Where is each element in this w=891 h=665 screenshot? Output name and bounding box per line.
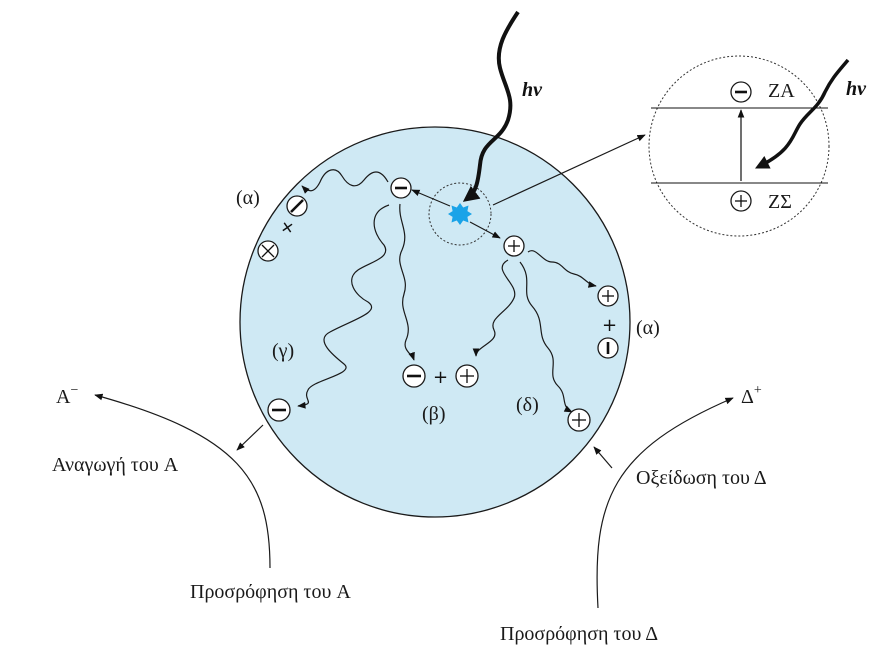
hole-icon bbox=[503, 235, 525, 257]
plus-beta: + bbox=[433, 367, 448, 388]
hole-path-delta bbox=[519, 261, 573, 413]
adsorption-a-label: Προσρόφηση του A bbox=[190, 581, 351, 603]
label-beta: (β) bbox=[422, 403, 446, 425]
reduction-arrow bbox=[236, 424, 264, 451]
electron-path-gamma bbox=[297, 204, 390, 409]
inset-pointer-line bbox=[492, 134, 646, 206]
inset-photon-label: hv bbox=[846, 78, 867, 100]
surface-recombination-path-left bbox=[301, 169, 389, 194]
plus-right: + bbox=[602, 315, 617, 336]
electron-icon bbox=[390, 177, 412, 199]
volume-electron-icon bbox=[402, 364, 426, 388]
excitation-star-icon bbox=[448, 203, 472, 225]
adsorption-d-label: Προσρόφηση του Δ bbox=[500, 623, 658, 645]
surface-recombination-path-right bbox=[527, 250, 597, 288]
surface-hole-delta-icon bbox=[567, 408, 591, 432]
electron-path-beta bbox=[399, 203, 415, 361]
volume-hole-icon bbox=[455, 364, 479, 388]
excitation-zone bbox=[428, 182, 492, 246]
photon-label: hv bbox=[522, 79, 543, 101]
surface-hole-right-icon bbox=[597, 285, 619, 307]
electron-migration-arrow bbox=[411, 189, 451, 207]
hole-path-beta bbox=[472, 259, 516, 357]
surface-electron-left-icon bbox=[286, 195, 308, 217]
oxidation-pathway-curve bbox=[596, 397, 734, 609]
reduction-label: Αναγωγή του A bbox=[52, 454, 179, 476]
incoming-photon-wave bbox=[462, 10, 520, 202]
valence-band-label: ΖΣ bbox=[768, 191, 792, 213]
surface-electron-gamma-icon bbox=[267, 398, 291, 422]
label-alpha-right: (α) bbox=[636, 317, 660, 339]
d-plus-label: Δ+ bbox=[741, 383, 762, 408]
inset-electron-icon bbox=[730, 81, 752, 103]
oxidation-arrow bbox=[593, 446, 613, 469]
inset-photon-wave bbox=[754, 58, 850, 169]
a-minus-label: A− bbox=[56, 383, 78, 408]
hole-migration-arrow bbox=[469, 221, 501, 239]
oxidation-label: Οξείδωση του Δ bbox=[636, 467, 767, 489]
reduction-pathway-curve bbox=[94, 393, 271, 569]
surface-electron-right-icon bbox=[597, 337, 619, 359]
inset-hole-icon bbox=[730, 190, 752, 212]
surface-hole-left-icon bbox=[257, 240, 279, 262]
semiconductor-particle bbox=[239, 126, 631, 518]
label-alpha-left: (α) bbox=[236, 187, 260, 209]
label-delta: (δ) bbox=[516, 394, 539, 416]
conduction-band-label: ΖΑ bbox=[768, 80, 795, 102]
label-gamma: (γ) bbox=[272, 340, 294, 362]
band-diagram-inset: ΖΑ ΖΣ bbox=[648, 55, 850, 237]
